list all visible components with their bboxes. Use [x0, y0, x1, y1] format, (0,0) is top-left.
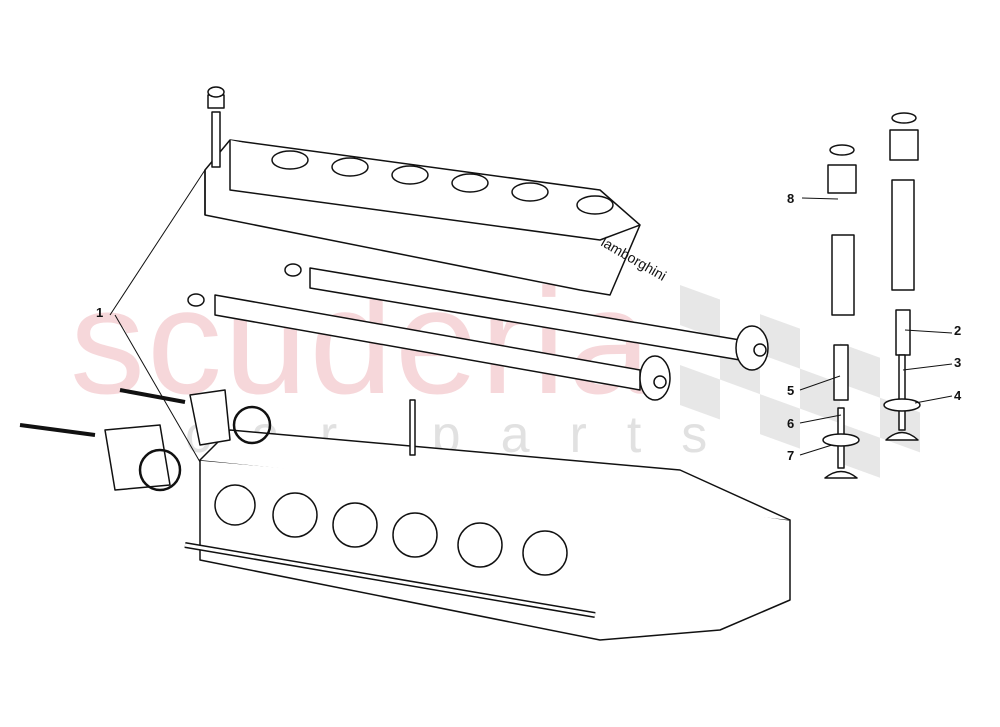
valve-assembly-right: [883, 112, 921, 441]
callout-7: 7: [787, 448, 795, 463]
callout-5: 5: [787, 383, 795, 398]
cover-stud: [207, 86, 225, 168]
camshaft-upper: [284, 263, 769, 371]
cylinder-head: [184, 399, 791, 641]
callout-8: 8: [787, 191, 795, 206]
valve-assembly-left: [822, 144, 860, 479]
leader-lines: [109, 169, 953, 463]
callout-4: 4: [954, 388, 962, 403]
callout-1: 1: [96, 305, 104, 320]
callout-3: 3: [954, 355, 962, 370]
valve-cover: lamborghini: [204, 139, 669, 296]
callout-6: 6: [787, 416, 795, 431]
callout-2: 2: [954, 323, 962, 338]
flange-left: [19, 388, 272, 492]
camshaft-lower: [187, 293, 671, 401]
